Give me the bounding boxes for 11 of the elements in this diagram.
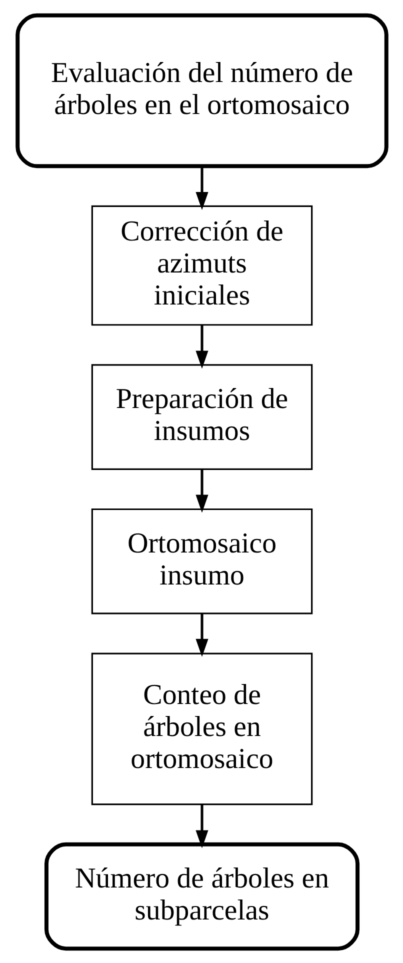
node-box: Ortomosaico insumo (90, 508, 312, 614)
node-box: Número de árboles en subparcelas (44, 842, 360, 950)
node-box: Preparación de insumos (90, 364, 312, 470)
node-box: Corrección de azimuts iniciales (90, 204, 312, 326)
node-box: Evaluación del número de árboles en el ortomosaico (15, 12, 388, 168)
arrow (195, 469, 208, 512)
arrow (195, 613, 208, 656)
arrow (195, 166, 208, 210)
node-box: Conteo de árboles en ortomosaico (90, 652, 312, 805)
arrow (195, 804, 208, 848)
arrow (195, 324, 208, 368)
